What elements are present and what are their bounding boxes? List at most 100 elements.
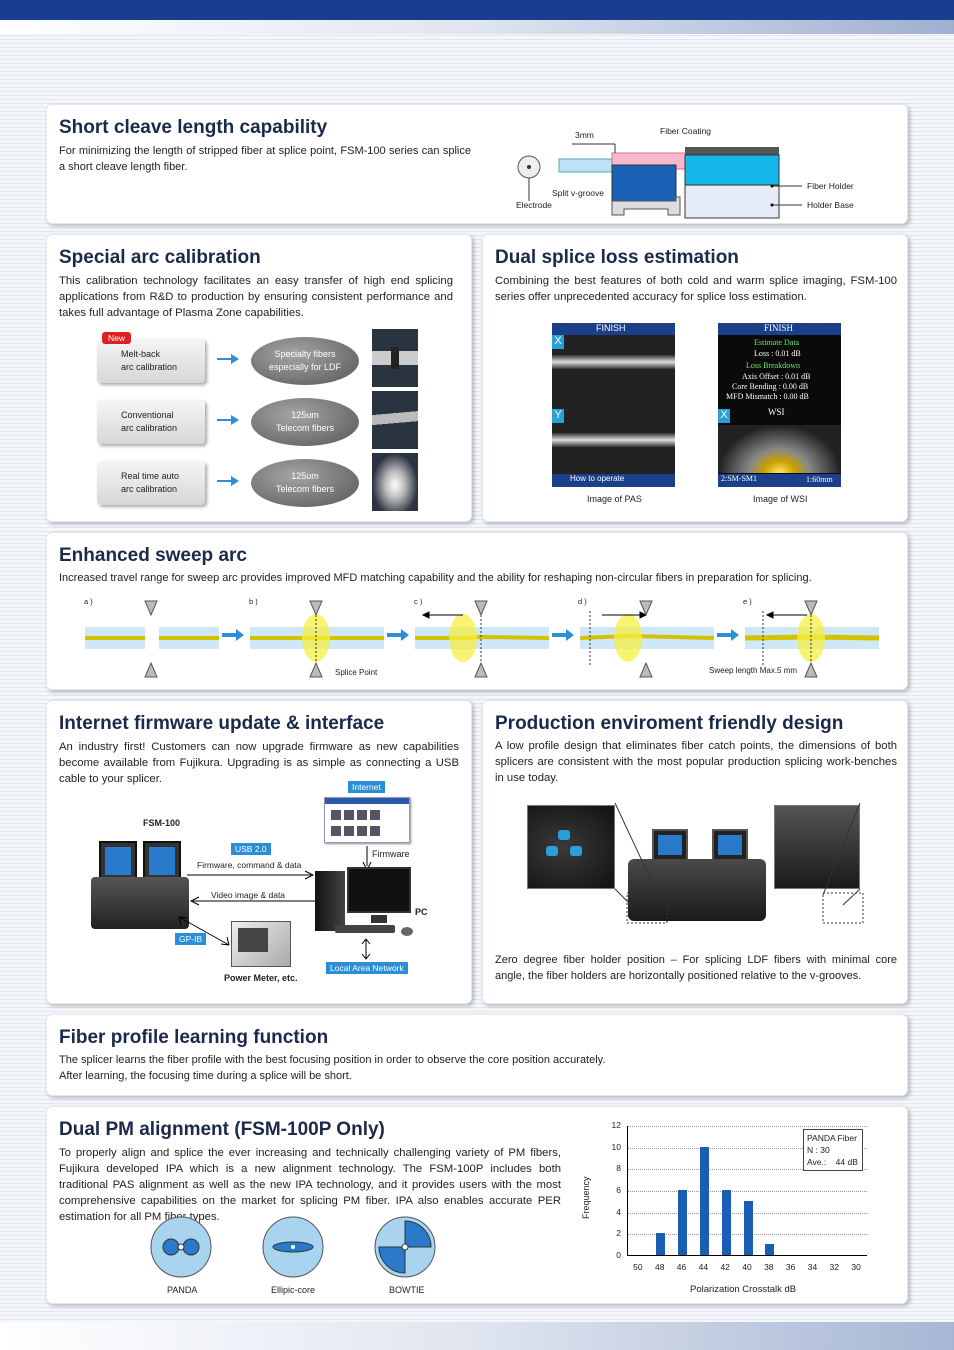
dual-splice-title: Dual splice loss estimation	[495, 247, 739, 268]
label-panda: PANDA	[167, 1285, 198, 1295]
label-split-vgroove: Split v-groove	[552, 188, 604, 198]
special-arc-title: Special arc calibration	[59, 247, 261, 268]
chart-xtick-label: 32	[829, 1262, 839, 1272]
profile-title: Fiber profile learning function	[59, 1027, 329, 1048]
closeup-lines	[614, 802, 864, 924]
lan-arrow	[361, 938, 371, 960]
realtime-l1: Real time auto	[121, 471, 180, 481]
realtime-l2: arc calibration	[121, 484, 178, 494]
profile-text-2: After learning, the focusing time during…	[59, 1070, 352, 1082]
panel-internet: Internet firmware update & interface An …	[46, 700, 472, 1004]
legend-l2: N : 30	[807, 1145, 830, 1155]
chart-ylabel: Frequency	[581, 1176, 591, 1219]
wsi-footer-right: 1:60mm	[806, 475, 833, 484]
internet-text: An industry first! Customers can now upg…	[59, 741, 459, 785]
bottom-stripe	[0, 1322, 954, 1350]
arc-image-2	[372, 391, 418, 449]
chart-xtick-label: 38	[764, 1262, 774, 1272]
splice-point-label: Splice Point	[335, 668, 378, 677]
special-arc-text: This calibration technology facilitates …	[59, 275, 453, 319]
production-title: Production enviroment friendly design	[495, 713, 844, 734]
chart-xtick-label: 34	[807, 1262, 818, 1272]
data-arrows	[187, 870, 317, 906]
tag-lan: Local Area Network	[326, 962, 408, 974]
new-badge: New	[102, 332, 132, 344]
label-3mm: 3mm	[575, 130, 594, 140]
panel-sweep: Enhanced sweep arc Increased travel rang…	[46, 532, 908, 690]
wsi-label: WSI	[768, 407, 785, 417]
chart-ytick-label: 4	[616, 1206, 621, 1217]
tag-usb: USB 2.0	[231, 843, 271, 855]
splicer-main-image	[628, 829, 766, 921]
dual-splice-text: Combining the best features of both cold…	[495, 275, 897, 303]
arrow-right-icon	[217, 476, 239, 486]
fsm100-splicer-image	[91, 841, 189, 929]
label-fiber-coating: Fiber Coating	[660, 126, 712, 136]
sweep-title: Enhanced sweep arc	[59, 545, 247, 566]
pas-caption: Image of PAS	[587, 494, 642, 504]
pas-image: FINISH X Y How to operate	[552, 323, 675, 487]
top-stripe	[0, 20, 954, 34]
panel-special-arc: Special arc calibration This calibration…	[46, 234, 472, 522]
oval-telecom2-l2: Telecom fibers	[275, 484, 335, 494]
chart-ytick-label: 2	[616, 1228, 621, 1239]
sweep-diagram	[85, 600, 880, 678]
chart-xtick-label: 40	[742, 1262, 752, 1272]
panel-production: Production enviroment friendly design A …	[482, 700, 908, 1004]
chart-xtick-label: 42	[720, 1262, 730, 1272]
sweep-length-label: Sweep length Max.5 mm	[709, 666, 798, 675]
label-fiber-holder: Fiber Holder	[807, 181, 854, 191]
pc-image	[315, 867, 415, 939]
arrow-right-icon	[217, 354, 239, 364]
top-banner	[0, 0, 954, 20]
arc-image-1	[372, 329, 418, 387]
tag-gpib: GP-IB	[175, 933, 207, 945]
short-cleave-diagram	[517, 143, 802, 219]
chart-gridline	[628, 1126, 867, 1127]
legend-l3: Ave.: 44 dB	[807, 1157, 858, 1167]
step-b: b )	[249, 597, 258, 606]
power-meter-image	[231, 921, 291, 967]
wsi-footer-left: 2:SM-SM1	[718, 474, 841, 487]
oval-specialty: Specialty fibers especially for LDF	[251, 337, 359, 385]
panda-fiber-icon	[150, 1216, 212, 1278]
oval-specialty-l1: Specialty fibers	[274, 349, 336, 359]
pas-header: FINISH	[552, 323, 675, 335]
elliptic-core-fiber-icon	[262, 1216, 324, 1278]
crosstalk-chart: Frequency Polarization Crosstalk dB PAND…	[577, 1111, 907, 1305]
chart-gridline	[628, 1169, 867, 1171]
label-power-meter: Power Meter, etc.	[224, 973, 298, 983]
step-c: c )	[414, 597, 423, 606]
label-firmware-command: Firmware, command & data	[197, 860, 302, 870]
label-pc: PC	[415, 907, 428, 917]
short-cleave-title: Short cleave length capability	[59, 117, 328, 138]
panel-short-cleave: Short cleave length capability For minim…	[46, 104, 908, 224]
label-holder-base: Holder Base	[807, 200, 854, 210]
legend-l1: PANDA Fiber	[807, 1133, 857, 1143]
pas-x-label: X	[552, 335, 564, 349]
wsi-caption: Image of WSI	[753, 494, 808, 504]
chart-xtick-label: 36	[785, 1262, 796, 1272]
label-fsm100: FSM-100	[143, 818, 181, 828]
melt-back-l1: Melt-back	[121, 349, 161, 359]
chart-gridline	[628, 1191, 867, 1192]
chart-bar	[765, 1244, 775, 1255]
label-firmware: Firmware	[372, 849, 410, 859]
label-bowtie: BOWTIE	[389, 1285, 425, 1295]
wsi-l4: Axis Offset : 0.01 dB	[742, 372, 811, 381]
chart-ytick-label: 8	[616, 1163, 621, 1174]
production-text: A low profile design that eliminates fib…	[495, 740, 897, 784]
chart-xtick-label: 48	[654, 1262, 665, 1272]
panel-dual-splice: Dual splice loss estimation Combining th…	[482, 234, 908, 522]
conventional-l1: Conventional	[121, 410, 174, 420]
oval-specialty-l2: especially for LDF	[268, 362, 342, 372]
pas-footer: How to operate	[552, 474, 675, 487]
tag-internet: Internet	[348, 781, 385, 793]
oval-telecom1-l1: 125um	[291, 410, 319, 420]
step-e: e )	[743, 597, 752, 606]
step-d: d )	[578, 597, 587, 606]
chart-ytick-label: 10	[611, 1141, 621, 1152]
